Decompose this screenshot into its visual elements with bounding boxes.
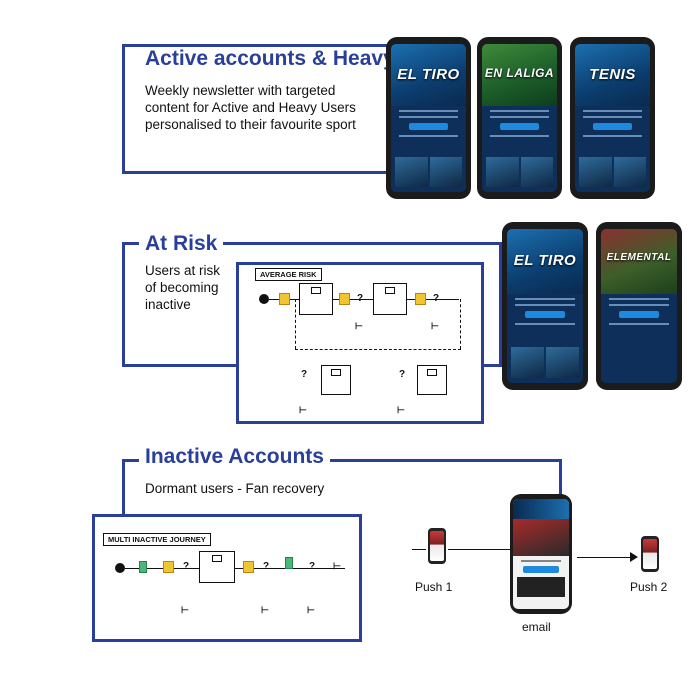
at-risk-phone-2: ELEMENTAL — [596, 222, 682, 390]
phone-hero-title: EN LALIGA — [484, 66, 555, 81]
journey-label: AVERAGE RISK — [255, 268, 322, 281]
envelope-icon — [212, 555, 222, 562]
inactive-journey-diagram: MULTI INACTIVE JOURNEY ? ? ? ⊢ ⊢ ⊢ ⊢ — [92, 514, 362, 642]
email-step-box — [417, 365, 447, 395]
exit-icon: ⊢ — [261, 605, 269, 615]
phone-hero-title: ELEMENTAL — [606, 252, 672, 264]
active-section-title: Active accounts & Heavy — [139, 47, 401, 71]
envelope-icon — [427, 369, 437, 376]
at-risk-journey-diagram: AVERAGE RISK ? ? ⊢ ⊢ ? ⊢ ? ⊢ — [236, 262, 484, 424]
at-risk-section-description: Users at risk of becoming inactive — [145, 263, 221, 312]
phone-hero-title: EL TIRO — [513, 252, 577, 270]
phone-hero-title: EL TIRO — [397, 66, 460, 84]
email-phone — [510, 494, 572, 614]
push-step — [285, 557, 293, 569]
email-step-box — [373, 283, 407, 315]
at-risk-phone-1: EL TIRO — [502, 222, 588, 390]
newsletter-phone-2: EN LALIGA — [477, 37, 562, 199]
start-node — [259, 294, 269, 304]
phone-hero-title: TENIS — [589, 66, 636, 84]
push-step — [139, 561, 147, 573]
exit-icon: ⊢ — [307, 605, 315, 615]
exit-icon: ⊢ — [397, 405, 405, 415]
question-icon: ? — [399, 369, 406, 380]
arrow-right-icon — [630, 552, 638, 562]
newsletter-phone-3: TENIS — [570, 37, 655, 199]
journey-label: MULTI INACTIVE JOURNEY — [103, 533, 211, 546]
push-1-phone — [428, 528, 446, 564]
wait-step — [243, 561, 254, 573]
inactive-section-frame — [122, 459, 562, 519]
question-icon: ? — [183, 561, 190, 572]
question-icon: ? — [263, 561, 270, 572]
email-label: email — [522, 620, 551, 634]
exit-icon: ⊢ — [431, 321, 439, 331]
envelope-icon — [331, 369, 341, 376]
question-icon: ? — [357, 293, 364, 304]
email-step-box — [199, 551, 235, 583]
wait-step — [415, 293, 426, 305]
exit-icon: ⊢ — [355, 321, 363, 331]
start-node — [115, 563, 125, 573]
exit-icon: ⊢ — [299, 405, 307, 415]
push-2-label: Push 2 — [630, 580, 668, 594]
push-1-label: Push 1 — [415, 580, 453, 594]
inactive-section-title: Inactive Accounts — [139, 445, 330, 469]
at-risk-section-title: At Risk — [139, 232, 224, 256]
push-2-phone — [641, 536, 659, 572]
envelope-icon — [385, 287, 395, 294]
wait-step — [163, 561, 174, 573]
inactive-section-description: Dormant users - Fan recovery — [145, 481, 325, 496]
active-section-description: Weekly newsletter with targeted content … — [145, 83, 356, 132]
email-step-box — [299, 283, 333, 315]
newsletter-phone-1: EL TIRO — [386, 37, 471, 199]
wait-step — [339, 293, 350, 305]
exit-icon: ⊢ — [181, 605, 189, 615]
question-icon: ? — [433, 293, 440, 304]
wait-step — [279, 293, 290, 305]
exit-icon: ⊢ — [333, 561, 341, 571]
envelope-icon — [311, 287, 321, 294]
question-icon: ? — [309, 561, 316, 572]
question-icon: ? — [301, 369, 308, 380]
email-step-box — [321, 365, 351, 395]
